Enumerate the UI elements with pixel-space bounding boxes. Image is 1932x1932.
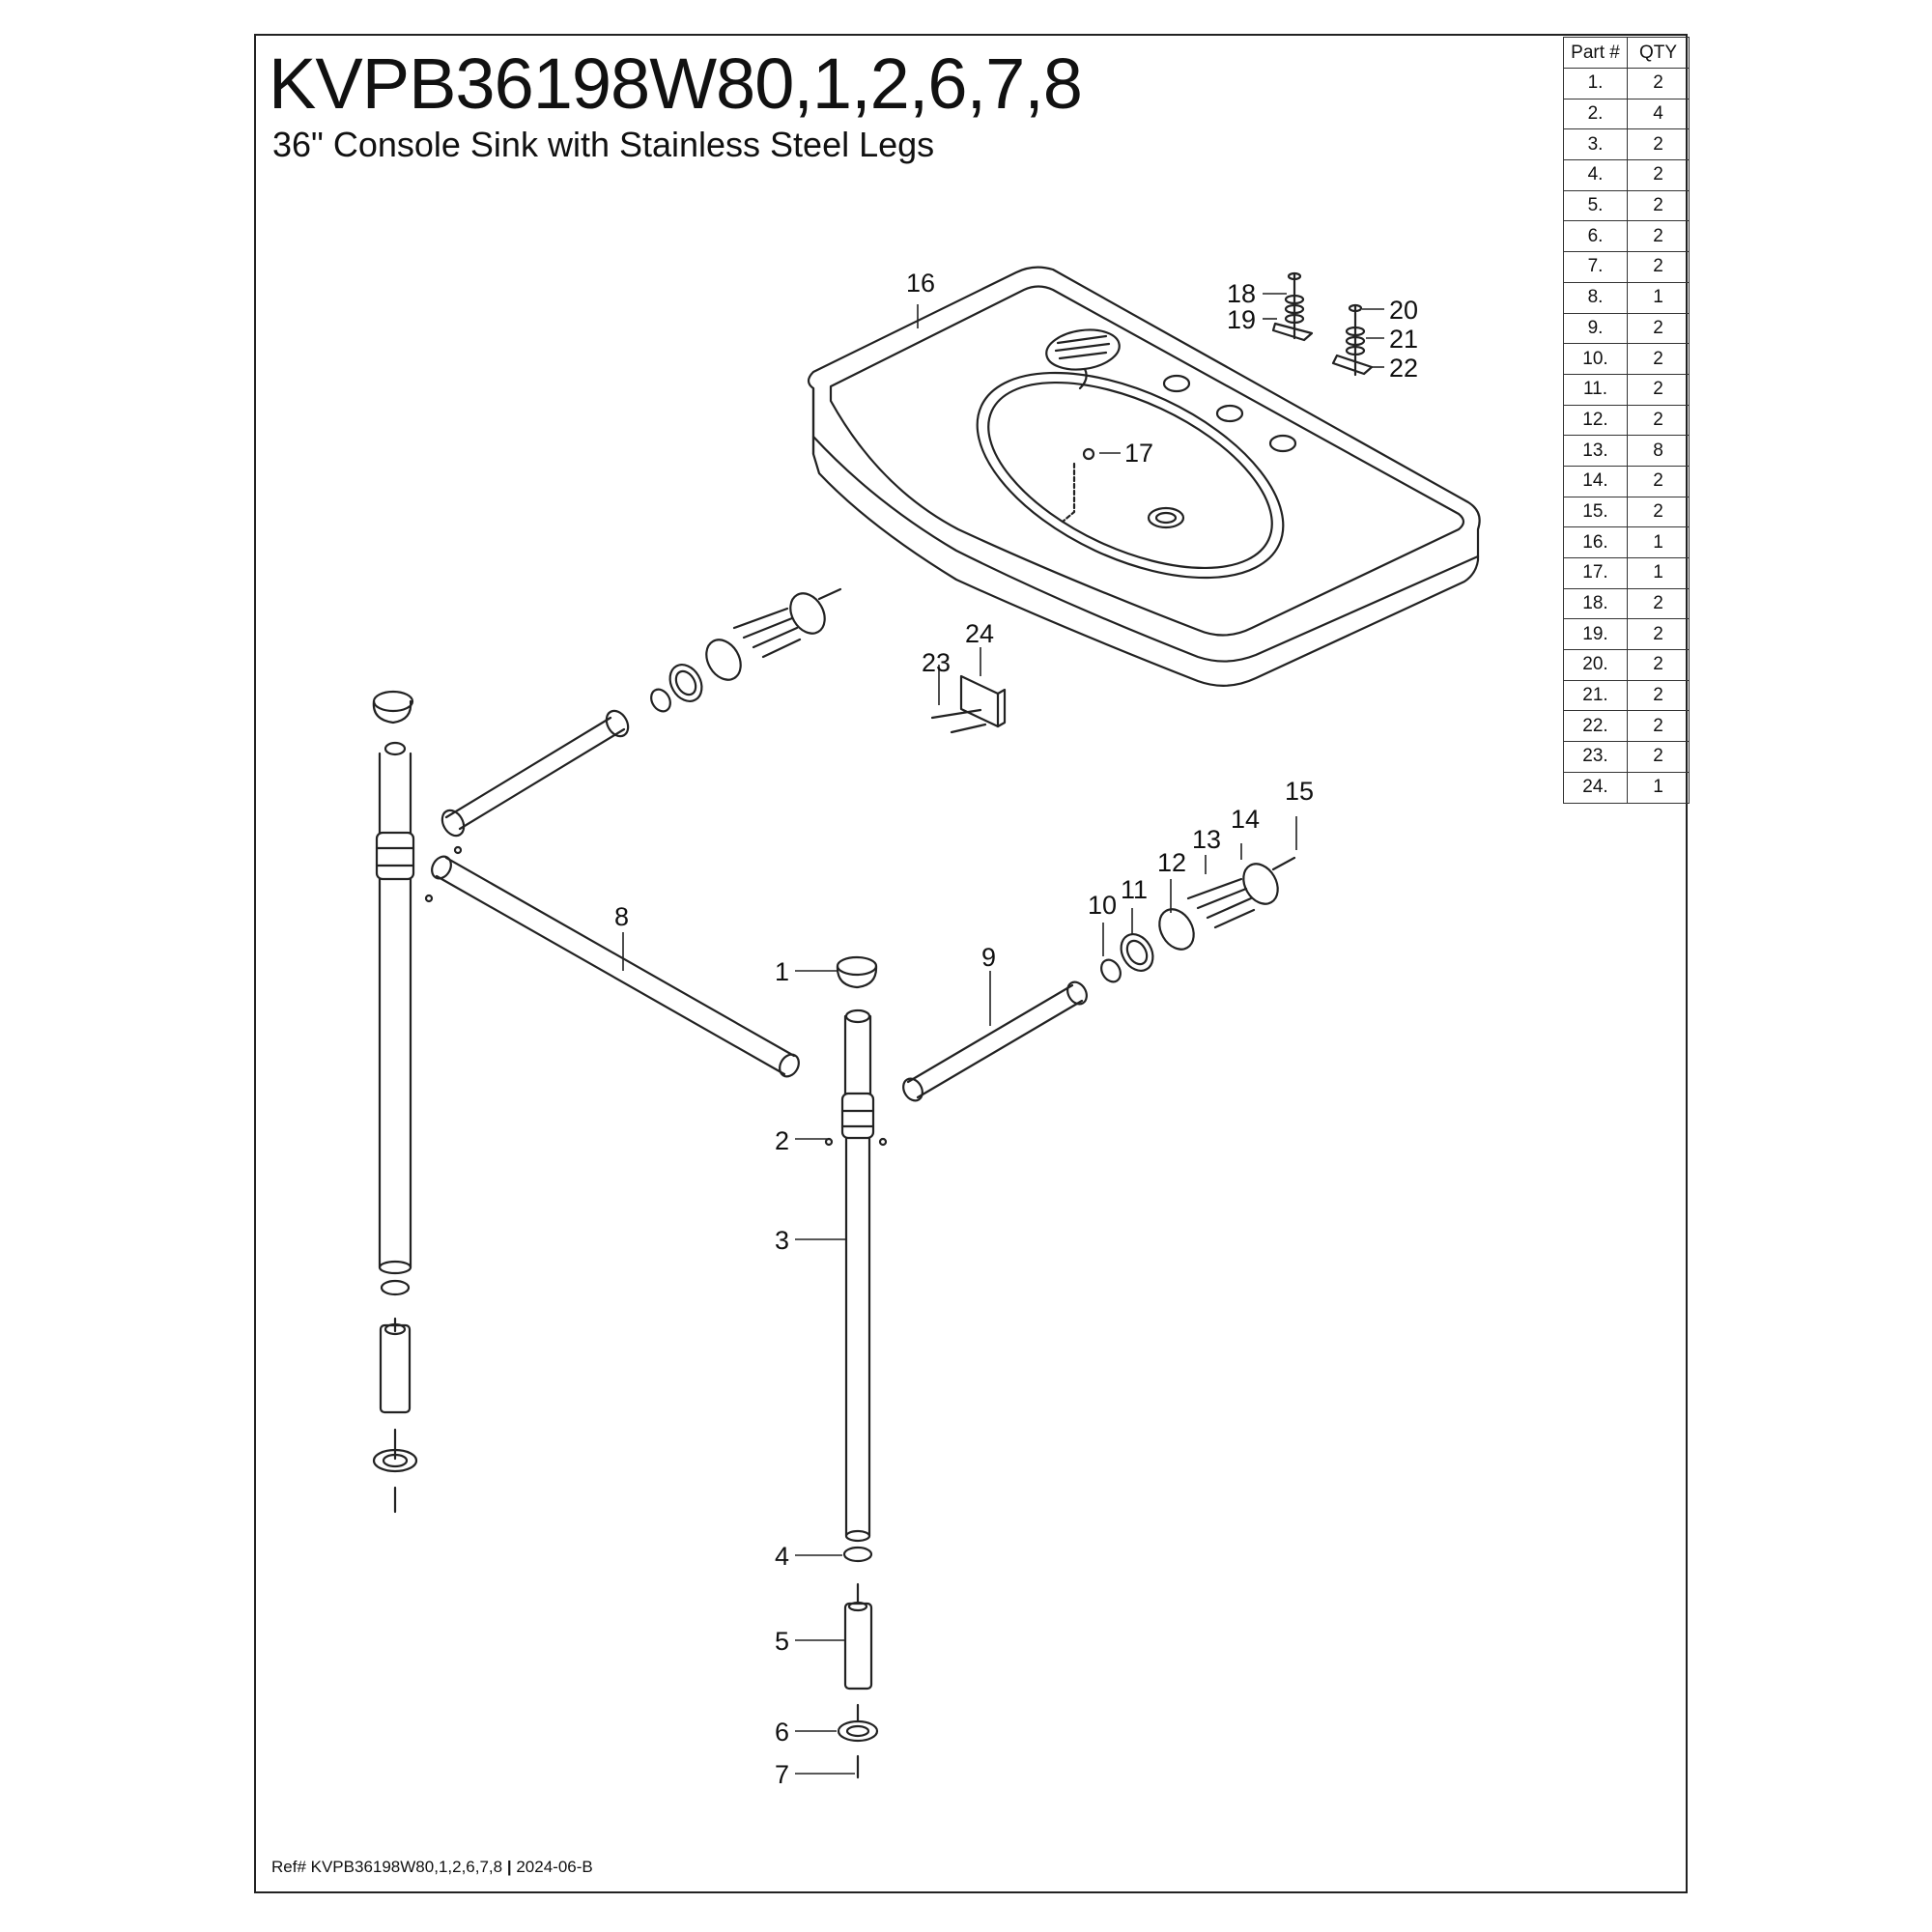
quantity-cell: 2 <box>1627 649 1690 681</box>
parts-table-row: 11.2 <box>1563 373 1690 406</box>
part-number-cell: 10. <box>1563 343 1628 375</box>
rear-towel-bar <box>440 709 630 838</box>
quantity-cell: 4 <box>1627 98 1690 130</box>
front-leg-assembly <box>824 955 888 1779</box>
overflow-ring <box>1061 447 1095 524</box>
callout-5: 5 <box>775 1627 789 1656</box>
callout-20: 20 <box>1389 296 1418 325</box>
callout-10: 10 <box>1088 891 1117 920</box>
quantity-cell: 2 <box>1627 618 1690 651</box>
part-number-cell: 3. <box>1563 128 1628 161</box>
callout-7: 7 <box>775 1760 789 1789</box>
side-rail-right <box>902 980 1088 1102</box>
parts-table-row: 3.2 <box>1563 128 1690 161</box>
quantity-header: QTY <box>1627 37 1690 69</box>
parts-table-row: 6.2 <box>1563 220 1690 253</box>
callout-9: 9 <box>981 943 996 972</box>
part-number-cell: 18. <box>1563 587 1628 620</box>
callout-18: 18 <box>1227 279 1256 308</box>
callout-12: 12 <box>1157 848 1186 877</box>
part-number-cell: 20. <box>1563 649 1628 681</box>
quantity-cell: 1 <box>1627 771 1690 804</box>
quantity-cell: 2 <box>1627 159 1690 191</box>
parts-table-row: 20.2 <box>1563 649 1690 681</box>
console-sink-basin <box>807 266 1481 687</box>
callout-17: 17 <box>1124 439 1153 468</box>
callout-3: 3 <box>775 1226 789 1255</box>
sink-mounting-bolt-right <box>1331 303 1374 377</box>
callout-21: 21 <box>1389 325 1418 354</box>
part-number-cell: 19. <box>1563 618 1628 651</box>
quantity-cell: 2 <box>1627 189 1690 222</box>
parts-table-row: 19.2 <box>1563 618 1690 651</box>
revision-code: 2024-06-B <box>516 1858 593 1876</box>
callout-1: 1 <box>775 957 789 986</box>
quantity-cell: 2 <box>1627 465 1690 497</box>
part-number-cell: 6. <box>1563 220 1628 253</box>
product-subtitle: 36" Console Sink with Stainless Steel Le… <box>272 125 935 164</box>
part-number-cell: 14. <box>1563 465 1628 497</box>
parts-table-row: 9.2 <box>1563 312 1690 345</box>
parts-table-row: 21.2 <box>1563 679 1690 712</box>
parts-table-row: 2.4 <box>1563 98 1690 130</box>
reference-number: Ref# KVPB36198W80,1,2,6,7,8 <box>271 1858 503 1876</box>
parts-table-row: 14.2 <box>1563 465 1690 497</box>
parts-table-row: 18.2 <box>1563 587 1690 620</box>
callout-4: 4 <box>775 1542 789 1571</box>
front-wall-mount <box>1100 856 1296 983</box>
part-number-cell: 21. <box>1563 679 1628 712</box>
callout-11: 11 <box>1121 875 1148 904</box>
drawing-border <box>254 34 1688 1893</box>
callout-24: 24 <box>965 619 994 648</box>
callout-19: 19 <box>1227 305 1256 334</box>
reference-footer: Ref# KVPB36198W80,1,2,6,7,8 | 2024-06-B <box>271 1858 593 1877</box>
part-number-cell: 12. <box>1563 404 1628 437</box>
quantity-cell: 2 <box>1627 679 1690 712</box>
quantity-cell: 2 <box>1627 251 1690 283</box>
sink-mounting-bolt-left <box>1271 271 1314 342</box>
callout-6: 6 <box>775 1718 789 1747</box>
reference-separator: | <box>506 1858 512 1876</box>
part-number-cell: 23. <box>1563 741 1628 773</box>
quantity-cell: 2 <box>1627 220 1690 253</box>
callout-14: 14 <box>1231 805 1260 834</box>
parts-table-row: 16.1 <box>1563 526 1690 558</box>
model-number-title: KVPB36198W80,1,2,6,7,8 <box>269 43 1083 124</box>
quantity-cell: 2 <box>1627 312 1690 345</box>
part-number-cell: 5. <box>1563 189 1628 222</box>
parts-table-row: 24.1 <box>1563 771 1690 804</box>
quantity-cell: 2 <box>1627 343 1690 375</box>
callout-23: 23 <box>922 648 951 677</box>
part-number-cell: 9. <box>1563 312 1628 345</box>
part-number-cell: 22. <box>1563 710 1628 743</box>
parts-table-header-row: Part # QTY <box>1563 37 1690 69</box>
callout-15: 15 <box>1285 777 1314 806</box>
rear-leg-assembly <box>372 690 463 1514</box>
part-number-cell: 24. <box>1563 771 1628 804</box>
wall-bracket <box>930 674 1007 734</box>
callout-22: 22 <box>1389 354 1418 383</box>
parts-table-row: 13.8 <box>1563 435 1690 467</box>
parts-table-row: 10.2 <box>1563 343 1690 375</box>
callout-labels: 1 2 3 4 5 6 7 8 9 10 11 12 13 14 15 16 1… <box>614 269 1418 1789</box>
parts-table-row: 4.2 <box>1563 159 1690 191</box>
rear-wall-mount <box>650 587 842 713</box>
side-rail-left <box>431 855 800 1078</box>
quantity-cell: 2 <box>1627 587 1690 620</box>
parts-table-row: 5.2 <box>1563 189 1690 222</box>
callout-2: 2 <box>775 1126 789 1155</box>
quantity-cell: 2 <box>1627 710 1690 743</box>
part-number-header: Part # <box>1563 37 1628 69</box>
callout-16: 16 <box>906 269 935 298</box>
callout-13: 13 <box>1192 825 1221 854</box>
parts-table-row: 22.2 <box>1563 710 1690 743</box>
callout-8: 8 <box>614 902 629 931</box>
callout-leaders <box>622 293 1384 1775</box>
quantity-cell: 1 <box>1627 281 1690 314</box>
